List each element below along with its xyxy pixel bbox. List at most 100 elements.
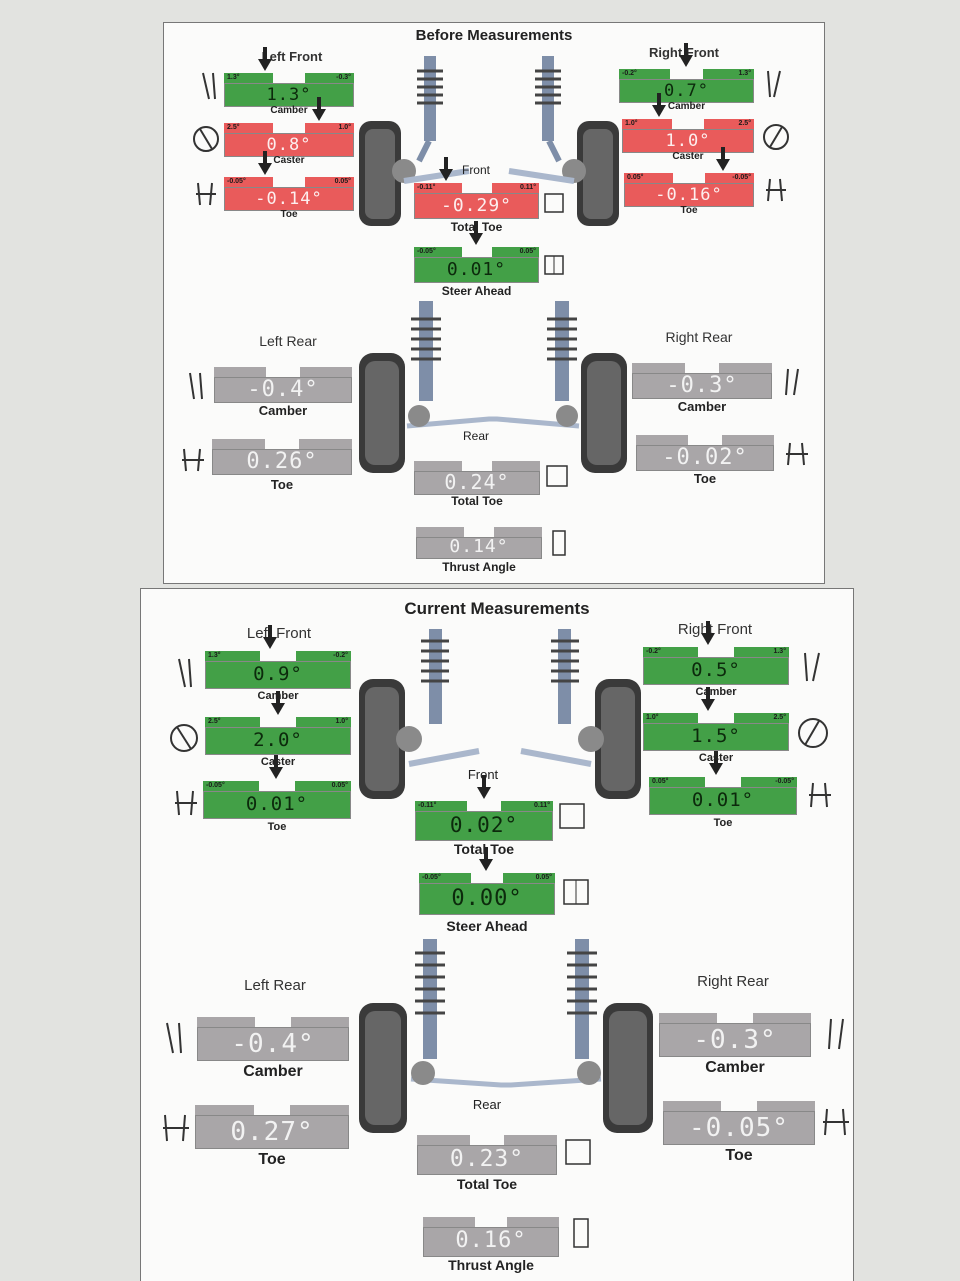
rf-toe-max: -0.05° — [775, 778, 794, 785]
lf-camber-min: 1.3° — [208, 652, 221, 659]
rf-camber-value: 0.5° — [691, 659, 741, 681]
rf-caster-max: 2.5° — [738, 120, 751, 127]
rf-camber-caption: Camber — [667, 101, 706, 112]
rf-camber-min: -0.2° — [646, 648, 661, 655]
front-total-toe-value: -0.29° — [440, 195, 513, 216]
lf-toe-min: -0.05° — [206, 782, 225, 789]
toe-icon — [196, 182, 216, 206]
rf-toe-min: 0.05° — [652, 778, 669, 785]
lr-toe-gauge: 0.26° — [212, 439, 352, 475]
rf-camber-max: 1.3° — [773, 648, 786, 655]
rf-toe-gauge: 0.05° -0.05° -0.16° — [624, 147, 754, 207]
rf-toe-min: 0.05° — [627, 174, 644, 181]
lf-camber-value: 0.9° — [253, 663, 303, 685]
front-total-toe-max: 0.11° — [533, 802, 550, 809]
rear-total-toe-gauge: 0.24° — [414, 461, 540, 495]
lf-camber-value: 1.3° — [266, 85, 312, 105]
lf-caster-caption: Caster — [273, 155, 305, 166]
lr-camber-value: -0.4° — [247, 377, 319, 402]
rf-toe-value: 0.01° — [691, 789, 755, 811]
steer-ahead-min: -0.05° — [417, 248, 436, 255]
rf-camber-min: -0.2° — [622, 70, 637, 77]
lf-caster-value: 2.0° — [253, 729, 303, 751]
steer-ahead-gauge: -0.05° 0.05° 0.00° — [419, 847, 555, 915]
right-rear-label: Right Rear — [697, 973, 769, 990]
rear-axle-label: Rear — [462, 429, 489, 443]
rear-total-toe-caption: Total Toe — [451, 494, 503, 508]
lf-toe-gauge: -0.05° 0.05° -0.14° — [224, 151, 354, 211]
rear-total-toe-gauge: 0.23° — [417, 1135, 557, 1175]
lf-caster-gauge: 2.5° 1.0° 0.8° — [224, 97, 354, 157]
before-measurements-sheet: Before Measurements Front Left Front 1.3… — [163, 22, 825, 584]
lr-toe-caption: Toe — [258, 1151, 286, 1168]
steer-ahead-icon — [544, 255, 564, 275]
lf-camber-min: 1.3° — [227, 74, 240, 81]
thrust-angle-value: 0.14° — [449, 536, 509, 557]
thrust-angle-value: 0.16° — [455, 1228, 527, 1253]
lf-camber-max: -0.3° — [336, 74, 351, 81]
steer-ahead-gauge: -0.05° 0.05° 0.01° — [414, 221, 539, 283]
lr-toe-value: 0.26° — [246, 449, 318, 474]
lf-toe-caption: Toe — [267, 821, 287, 833]
total-toe-icon — [565, 1139, 591, 1165]
lr-camber-gauge: -0.4° — [214, 367, 352, 403]
lf-toe-max: 0.05° — [334, 178, 351, 185]
rf-camber-max: 1.3° — [738, 70, 751, 77]
lf-toe-caption: Toe — [280, 209, 298, 220]
rf-camber-caption: Camber — [695, 686, 737, 698]
rf-caster-gauge: 1.0° 2.5° 1.0° — [622, 93, 754, 153]
lr-toe-value: 0.27° — [230, 1117, 314, 1147]
rf-camber-gauge: -0.2° 1.3° 0.5° — [643, 621, 789, 685]
steer-ahead-icon — [563, 879, 589, 905]
caster-icon — [763, 124, 789, 150]
rr-toe-gauge: -0.05° — [663, 1101, 815, 1145]
thrust-angle-icon — [552, 530, 566, 556]
rr-camber-value: -0.3° — [666, 373, 738, 398]
rf-camber-gauge: -0.2° 1.3° 0.7° — [619, 43, 754, 103]
lr-camber-caption: Camber — [258, 403, 308, 418]
camber-icon — [804, 652, 820, 682]
total-toe-icon — [559, 803, 585, 829]
rr-camber-value: -0.3° — [693, 1025, 777, 1055]
front-suspension-illustration — [359, 56, 619, 226]
lf-camber-caption: Camber — [270, 105, 308, 116]
toe-icon — [823, 1108, 849, 1136]
rf-caster-min: 1.0° — [646, 714, 659, 721]
lf-caster-max: 1.0° — [335, 718, 348, 725]
steer-ahead-min: -0.05° — [422, 874, 441, 881]
lf-caster-max: 1.0° — [338, 124, 351, 131]
toe-icon — [182, 448, 204, 472]
lf-caster-value: 0.8° — [266, 135, 312, 155]
rf-toe-caption: Toe — [713, 817, 733, 829]
lf-caster-gauge: 2.5° 1.0° 2.0° — [205, 691, 351, 755]
rear-total-toe-caption: Total Toe — [456, 1176, 518, 1192]
steer-ahead-caption: Steer Ahead — [446, 918, 528, 934]
front-total-toe-value: 0.02° — [449, 813, 519, 837]
rear-total-toe-value: 0.23° — [449, 1146, 525, 1172]
rr-toe-caption: Toe — [725, 1147, 753, 1164]
front-total-toe-max: 0.11° — [519, 184, 536, 191]
rear-axle-label: Rear — [472, 1097, 502, 1112]
lr-camber-gauge: -0.4° — [197, 1017, 349, 1061]
lf-caster-min: 2.5° — [208, 718, 221, 725]
left-front-label: Left Front — [246, 625, 312, 642]
lr-camber-value: -0.4° — [231, 1029, 315, 1059]
thrust-angle-caption: Thrust Angle — [442, 560, 516, 574]
lf-toe-value: -0.14° — [255, 189, 323, 209]
steer-ahead-value: 0.00° — [451, 886, 523, 911]
rf-caster-value: 1.5° — [691, 725, 741, 747]
rr-camber-caption: Camber — [677, 399, 727, 414]
lf-camber-max: -0.2° — [333, 652, 348, 659]
rr-camber-gauge: -0.3° — [632, 363, 772, 399]
current-measurements-sheet: Current Measurements Front Left Front 1.… — [140, 588, 854, 1281]
rr-toe-value: -0.02° — [662, 445, 748, 470]
rr-toe-gauge: -0.02° — [636, 435, 774, 471]
front-total-toe-gauge: -0.11° 0.11° 0.02° — [415, 775, 553, 841]
camber-icon — [178, 658, 192, 688]
camber-icon — [828, 1018, 844, 1050]
rf-toe-value: -0.16° — [655, 185, 723, 205]
steer-ahead-value: 0.01° — [446, 259, 507, 280]
rf-toe-gauge: 0.05° -0.05° 0.01° — [649, 751, 797, 815]
left-front-label: Left Front — [261, 49, 323, 64]
front-total-toe-gauge: -0.11° 0.11° -0.29° — [414, 157, 539, 219]
